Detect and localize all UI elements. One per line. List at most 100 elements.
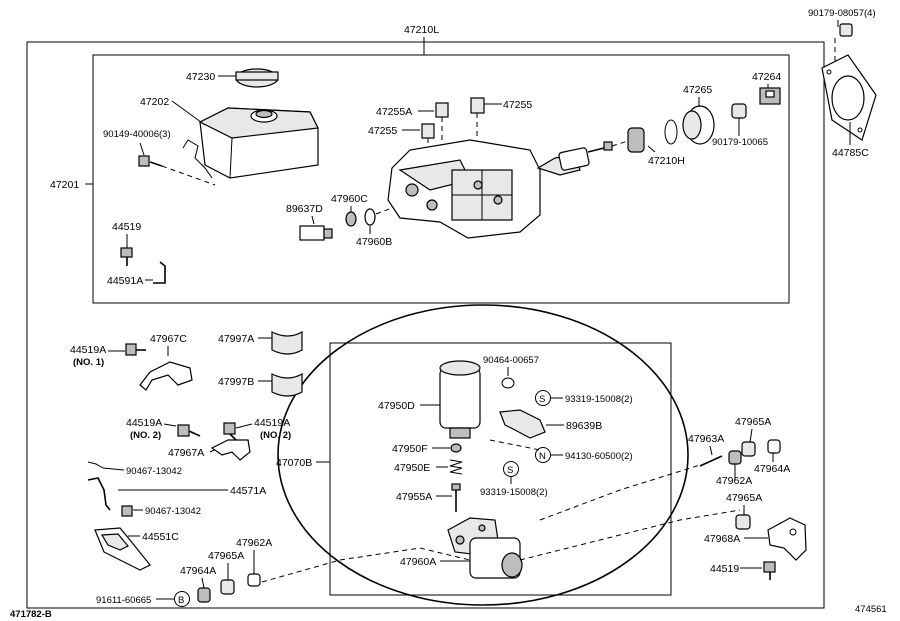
label-89637D: 89637D <box>286 203 323 215</box>
insulator-47997A <box>271 330 303 355</box>
label-47962A-right: 47962A <box>716 475 752 487</box>
figure-code-left: 471782-B <box>10 609 52 620</box>
clip-90467-bottom <box>121 505 133 517</box>
label-47997A: 47997A <box>218 333 254 345</box>
label-47964A-right: 47964A <box>754 463 790 475</box>
label-47967C: 47967C <box>150 333 187 345</box>
highlight-circle <box>277 304 689 606</box>
label-47255A: 47255A <box>376 106 412 118</box>
label-47255-right: 47255 <box>503 99 532 111</box>
push-rod-assembly <box>536 141 613 176</box>
clip-90467-top <box>87 461 104 469</box>
label-47965A-left: 47965A <box>208 550 244 562</box>
label-44571A: 44571A <box>230 485 266 497</box>
sensor-89637D <box>299 225 333 241</box>
bolt-44519A-no2-right <box>223 422 239 443</box>
gasket-44785C <box>821 54 877 145</box>
label-44519A-no1: 44519A <box>70 344 106 356</box>
label-47964A-left: 47964A <box>180 565 216 577</box>
insulator-47997B <box>271 372 303 397</box>
figure-code-right: 474561 <box>855 604 887 615</box>
label-47965A-right-bottom: 47965A <box>726 492 762 504</box>
pump-group-frame <box>329 342 672 596</box>
cushion-47965A-right-top <box>741 441 756 457</box>
label-47210L: 47210L <box>404 24 439 36</box>
label-90149-40006: 90149-40006(3) <box>103 129 171 140</box>
hose-44571A <box>87 477 111 511</box>
nut-90179-10065 <box>731 103 747 119</box>
cup-47210H <box>627 127 645 153</box>
label-47950F: 47950F <box>392 443 428 455</box>
boot-47265 <box>682 105 715 145</box>
spring-47950E <box>449 459 463 475</box>
nut-90179-08057 <box>834 20 853 62</box>
oring-47960B <box>364 208 376 226</box>
cushion-47962A-left <box>247 573 261 587</box>
cushion-47964A-right <box>767 439 781 454</box>
label-47963A: 47963A <box>688 433 724 445</box>
label-44519-right: 44519 <box>710 563 739 575</box>
cushion-47964A-left <box>197 587 211 603</box>
circle-marker-N <box>535 447 551 463</box>
seal-47950F <box>450 443 462 453</box>
label-47265: 47265 <box>683 84 712 96</box>
marker-S-top: S <box>539 394 545 405</box>
mount-line-left <box>261 547 471 583</box>
collar-47963A <box>699 455 723 467</box>
label-90467-13042-bottom: 90467-13042 <box>145 506 201 517</box>
label-47965A-right-top: 47965A <box>735 416 771 428</box>
cushion-47965A-right-bottom <box>735 514 751 530</box>
plug-47255-left <box>421 123 435 139</box>
label-94130-60500: 94130-60500(2) <box>565 451 633 462</box>
pressure-switch-89639B <box>499 409 546 439</box>
label-47070B: 47070B <box>276 457 312 469</box>
cushion-47965A-left <box>220 579 235 595</box>
label-47264: 47264 <box>752 71 781 83</box>
label-47201: 47201 <box>50 179 79 191</box>
bracket-47967C <box>139 361 193 391</box>
label-no1: (NO. 1) <box>73 357 104 368</box>
outer-frame <box>26 41 825 609</box>
connector-47264 <box>759 87 781 105</box>
cushion-47962A-right <box>728 450 742 465</box>
master-cylinder-body <box>387 139 541 239</box>
reservoir-connector <box>182 139 213 179</box>
label-47967A: 47967A <box>168 447 204 459</box>
label-91611-60665: 91611-60665 <box>96 595 151 606</box>
label-44551C: 44551C <box>142 531 179 543</box>
label-47202: 47202 <box>140 96 169 108</box>
bracket-47968A <box>767 517 807 561</box>
label-93319-15008-top: 93319-15008(2) <box>565 394 633 405</box>
bolt-44519A-no1 <box>125 343 146 356</box>
label-47950D: 47950D <box>378 400 415 412</box>
label-47955A: 47955A <box>396 491 432 503</box>
label-47997B: 47997B <box>218 376 254 388</box>
marker-B: B <box>178 595 184 606</box>
label-47962A-left: 47962A <box>236 537 272 549</box>
bolt-44519A-no2-left <box>177 424 201 437</box>
label-47255-left: 47255 <box>368 125 397 137</box>
marker-N: N <box>539 451 546 462</box>
label-47960A: 47960A <box>400 556 436 568</box>
plug-47255A <box>435 102 449 118</box>
label-89639B: 89639B <box>566 420 602 432</box>
label-90179-10065: 90179-10065 <box>712 137 768 148</box>
clip-ring <box>664 119 678 145</box>
brake-fluid-reservoir <box>198 107 319 179</box>
circle-marker-S-top <box>535 390 551 406</box>
label-47960B: 47960B <box>356 236 392 248</box>
label-47230: 47230 <box>186 71 215 83</box>
bracket-47967A <box>210 439 251 461</box>
seal-47960C <box>345 211 357 227</box>
label-44591A: 44591A <box>107 275 143 287</box>
circle-marker-S-bottom <box>503 461 519 477</box>
label-44519A-no2-left: 44519A <box>126 417 162 429</box>
label-93319-15008-bottom: 93319-15008(2) <box>480 487 548 498</box>
label-90179-08057: 90179-08057(4) <box>808 8 876 19</box>
label-47210H: 47210H <box>648 155 685 167</box>
accumulator-47950D <box>439 360 481 439</box>
upper-group-frame <box>92 54 790 304</box>
label-47950E: 47950E <box>394 462 430 474</box>
bracket-44591A <box>153 261 166 284</box>
